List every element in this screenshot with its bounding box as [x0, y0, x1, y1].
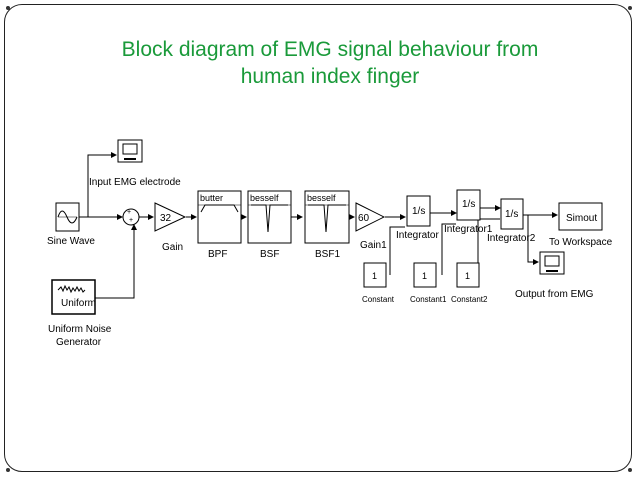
gain1-value: 60	[358, 213, 370, 224]
constant-label: Constant	[362, 295, 395, 304]
integrator-block: 1/s Integrator	[396, 195, 439, 241]
uniform-noise-block: Uniform Uniform Noise Generator	[48, 279, 112, 348]
svg-text:+: +	[127, 209, 131, 216]
uniform-label-line-1: Uniform Noise	[48, 324, 112, 335]
constant-value: 1	[372, 271, 377, 281]
uniform-inner-text: Uniform	[61, 298, 96, 309]
gain-label: Gain	[162, 242, 183, 253]
svg-text:+: +	[129, 217, 133, 224]
integrator2-label: Integrator2	[487, 233, 536, 244]
integrator1-block: 1/s Integrator1	[444, 189, 493, 235]
input-emg-scope: Input EMG electrode	[89, 139, 181, 188]
integrator1-label: Integrator1	[444, 224, 493, 235]
gain-value: 32	[160, 213, 172, 224]
output-scope-label: Output from EMG	[515, 289, 594, 300]
input-scope-label: Input EMG electrode	[89, 177, 181, 188]
uniform-label-line-2: Generator	[56, 337, 102, 348]
bsf-label: BSF	[260, 249, 279, 260]
title-line-2: human index finger	[240, 65, 420, 88]
integrator2-block: 1/s Integrator2	[487, 198, 536, 244]
to-workspace-block: Simout To Workspace	[549, 202, 613, 248]
constant1-value: 1	[422, 271, 427, 281]
slide-title: Block diagram of EMG signal behaviour fr…	[60, 36, 600, 90]
bpf-inner-text: butter	[200, 193, 223, 203]
gain1-block: 60 Gain1	[355, 202, 387, 251]
sine-wave-block: Sine Wave	[47, 202, 95, 247]
gain1-label: Gain1	[360, 240, 387, 251]
to-workspace-label: To Workspace	[549, 237, 613, 248]
constant2-block: 1 Constant2	[451, 262, 488, 304]
bpf-block: butter BPF	[197, 190, 242, 260]
bsf1-block: besself BSF1	[304, 190, 350, 260]
bsf1-label: BSF1	[315, 249, 340, 260]
integrator2-inner-text: 1/s	[505, 209, 518, 220]
output-emg-scope: Output from EMG	[515, 251, 594, 300]
integrator1-inner-text: 1/s	[462, 199, 475, 210]
bsf-block: besself BSF	[247, 190, 292, 260]
bsf-inner-text: besself	[250, 193, 279, 203]
sine-wave-label: Sine Wave	[47, 236, 95, 247]
constant-block: 1 Constant	[362, 262, 395, 304]
simout-inner-text: Simout	[566, 213, 597, 224]
gain-block: 32 Gain	[154, 202, 187, 253]
title-line-1: Block diagram of EMG signal behaviour fr…	[121, 38, 539, 61]
signal-lines	[79, 152, 558, 299]
integrator-inner-text: 1/s	[412, 206, 425, 217]
constant1-label: Constant1	[410, 295, 447, 304]
sum-junction: + +	[122, 208, 140, 226]
constant2-value: 1	[465, 271, 470, 281]
constant1-block: 1 Constant1	[410, 262, 447, 304]
bpf-label: BPF	[208, 249, 227, 260]
constant2-label: Constant2	[451, 295, 488, 304]
integrator-label: Integrator	[396, 230, 439, 241]
bsf1-inner-text: besself	[307, 193, 336, 203]
